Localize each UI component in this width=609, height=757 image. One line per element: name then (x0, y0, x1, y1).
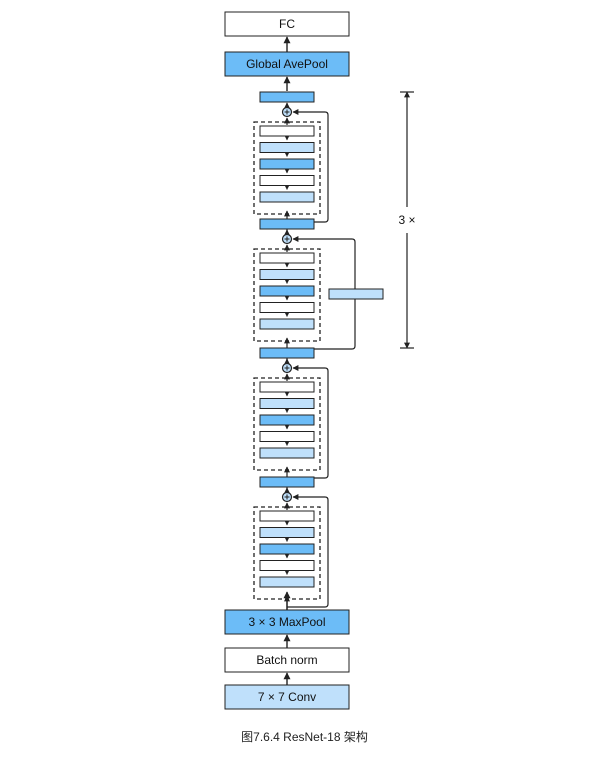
block-4-layer-5 (259, 191, 315, 203)
global-avepool-label: Global AvePool (246, 57, 328, 71)
block-3-projection-conv (328, 288, 384, 300)
block-4-layer-4 (259, 175, 315, 186)
fc-label: FC (279, 17, 295, 31)
figure-caption: 图7.6.4 ResNet-18 架构 (241, 730, 368, 744)
conv-label: 7 × 7 Conv (258, 690, 316, 704)
block-2-layer-1 (259, 381, 315, 393)
block-4-layer-1 (259, 125, 315, 137)
block-3-output-bar (259, 218, 315, 230)
block-1-layer-5 (259, 576, 315, 588)
residual-blocks (253, 91, 384, 619)
batch-norm-box (224, 647, 350, 673)
block-4-layer-3 (259, 158, 315, 170)
block-4-shortcut (287, 109, 329, 223)
block-3-layer-4 (259, 302, 315, 313)
batch-norm-label: Batch norm (256, 653, 317, 667)
block-3-layer-3 (259, 285, 315, 297)
global-avepool-box (224, 51, 350, 77)
block-4-layer-2 (259, 142, 315, 153)
maxpool-label: 3 × 3 MaxPool (248, 615, 325, 629)
repeat-bracket: 3 × (392, 91, 422, 349)
block-1-layer-4 (259, 560, 315, 571)
maxpool-box (224, 609, 350, 635)
block-1-shortcut (287, 494, 329, 608)
block-2-layer-3 (259, 414, 315, 426)
block-3-layer-2 (259, 269, 315, 280)
fc-box (224, 11, 350, 37)
block-2-shortcut (287, 365, 329, 479)
block-3-layer-1 (259, 252, 315, 264)
block-2-layer-5 (259, 447, 315, 459)
block-2-layer-4 (259, 431, 315, 442)
block-3-layer-5 (259, 318, 315, 330)
block-1-layer-3 (259, 543, 315, 555)
block-1-output-bar (259, 476, 315, 488)
block-1-layer-2 (259, 527, 315, 538)
block-2-layer-2 (259, 398, 315, 409)
conv-box (224, 684, 350, 710)
repeat-label: 3 × (398, 213, 415, 227)
block-4-output-bar (259, 91, 315, 103)
block-1-layer-1 (259, 510, 315, 522)
block-2-output-bar (259, 347, 315, 359)
